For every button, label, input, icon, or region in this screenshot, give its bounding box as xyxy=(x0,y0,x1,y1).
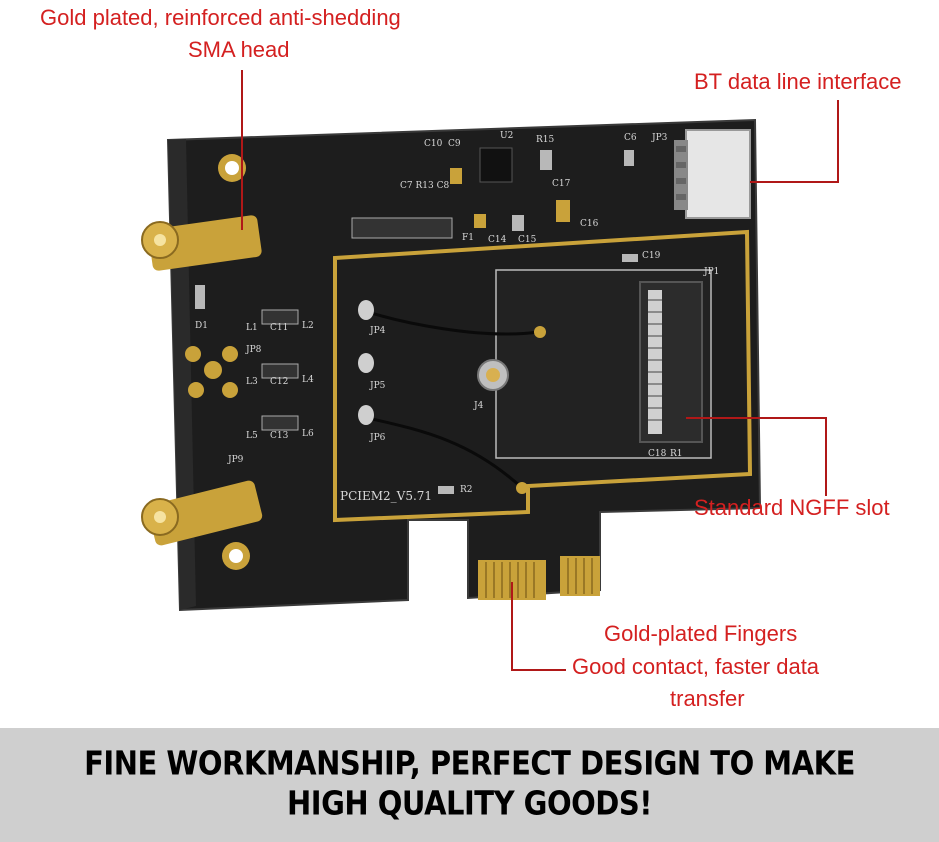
j4-label: J4 xyxy=(473,401,484,411)
l6-label: L6 xyxy=(302,429,314,439)
c11-label: C11 xyxy=(270,323,288,333)
fingers-callout-line1: Gold-plated Fingers xyxy=(604,621,798,646)
l2-label: L2 xyxy=(302,321,314,331)
c18-label: C18 xyxy=(648,449,667,459)
gold-frame xyxy=(333,229,753,523)
gold-fingers xyxy=(478,556,600,600)
sma-callout-line1: Gold plated, reinforced anti-shedding xyxy=(40,5,401,30)
model-label: PCIEM2_V5.71 xyxy=(340,489,432,503)
f1-label: F1 xyxy=(462,233,474,243)
sma-connector-bottom xyxy=(141,480,263,546)
callout-leader-lines xyxy=(241,70,839,671)
r2-label: R2 xyxy=(460,485,473,495)
c12-label: C12 xyxy=(270,377,288,387)
jp1-label: JP1 xyxy=(703,267,719,277)
l4-label: L4 xyxy=(302,375,314,385)
r1-label: R1 xyxy=(670,449,683,459)
ngff-slot xyxy=(639,281,703,443)
c7-r13-c8-label: C7 R13 C8 xyxy=(400,181,449,191)
antenna-cables xyxy=(367,310,539,490)
sma-callout-line2: SMA head xyxy=(188,37,290,62)
l1-label: L1 xyxy=(246,323,258,333)
sma-connector-top xyxy=(141,215,262,271)
c17-label: C17 xyxy=(552,179,571,189)
jp8-pads xyxy=(185,346,238,398)
jp3-label: JP3 xyxy=(651,133,668,143)
r15-label: R15 xyxy=(536,135,555,145)
pcie-adapter-board-illustration: PCIEM2_V5.71 JP1 JP3 JP4 JP5 JP6 JP8 JP9… xyxy=(141,70,839,671)
c14-label: C14 xyxy=(488,235,507,245)
jp6-label: JP6 xyxy=(369,433,386,443)
slogan-banner: FINE WORKMANSHIP, PERFECT DESIGN TO MAKE… xyxy=(0,728,939,842)
c15-label: C15 xyxy=(518,235,537,245)
c10-label: C10 xyxy=(424,139,443,149)
bt-interface-callout: BT data line interface xyxy=(694,69,902,94)
jp8-label: JP8 xyxy=(245,345,262,355)
l3-label: L3 xyxy=(246,377,258,387)
jp9-label: JP9 xyxy=(227,455,244,465)
c16-label: C16 xyxy=(580,219,599,229)
u2-label: U2 xyxy=(500,131,513,141)
d1-label: D1 xyxy=(195,321,208,331)
l5-label: L5 xyxy=(246,431,258,441)
c19-label: C19 xyxy=(642,251,661,261)
fingers-callout-line2: Good contact, faster data xyxy=(572,654,820,679)
fingers-callout-line3: transfer xyxy=(670,686,745,711)
c6-label: C6 xyxy=(624,133,637,143)
jp4-label: JP4 xyxy=(369,326,386,336)
mounting-holes xyxy=(218,154,250,570)
bt-connector xyxy=(674,129,751,219)
slogan-line1: FINE WORKMANSHIP, PERFECT DESIGN TO MAKE xyxy=(84,743,855,783)
slogan-line2: HIGH QUALITY GOODS! xyxy=(287,783,652,823)
c13-label: C13 xyxy=(270,431,289,441)
ngff-slot-callout: Standard NGFF slot xyxy=(694,495,890,520)
c9-label: C9 xyxy=(448,139,461,149)
jp5-label: JP5 xyxy=(369,381,386,391)
